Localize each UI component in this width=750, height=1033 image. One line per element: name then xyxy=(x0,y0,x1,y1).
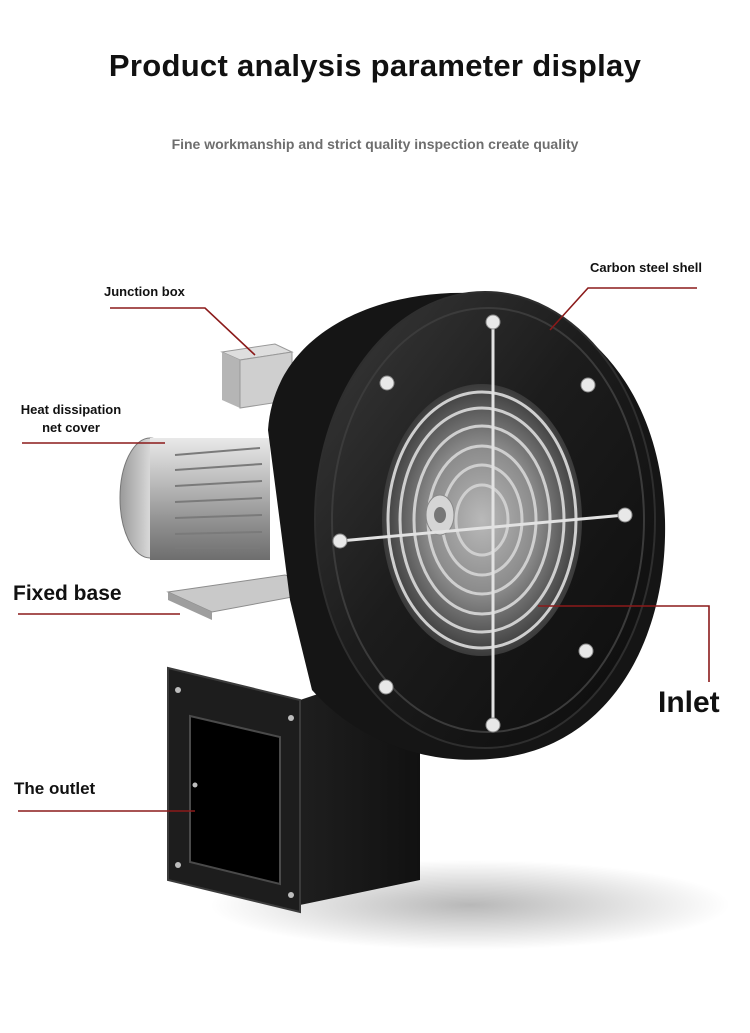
motor xyxy=(119,437,270,560)
carbon-steel-shell-leader xyxy=(549,287,697,331)
junction-box-leader xyxy=(110,307,256,356)
label-heat-dissipation-line1: Heat dissipation xyxy=(20,402,122,417)
label-outlet: The outlet xyxy=(14,779,96,798)
outlet-flange xyxy=(167,666,301,914)
label-fixed-base: Fixed base xyxy=(13,582,122,605)
label-junction-box: Junction box xyxy=(104,284,185,299)
shell-bolts xyxy=(332,314,633,733)
label-carbon-steel-shell: Carbon steel shell xyxy=(590,260,702,275)
page-subtitle: Fine workmanship and strict quality insp… xyxy=(171,136,579,152)
impeller xyxy=(382,384,582,656)
inlet-guard xyxy=(339,322,626,725)
label-inlet: Inlet xyxy=(658,686,720,719)
page-title: Product analysis parameter display xyxy=(108,48,642,83)
callout-leader-lines xyxy=(18,287,710,812)
label-heat-dissipation-line2: net cover xyxy=(42,420,100,435)
label-heat-dissipation: Heat dissipation net cover xyxy=(14,402,128,435)
inlet-leader xyxy=(538,605,710,682)
